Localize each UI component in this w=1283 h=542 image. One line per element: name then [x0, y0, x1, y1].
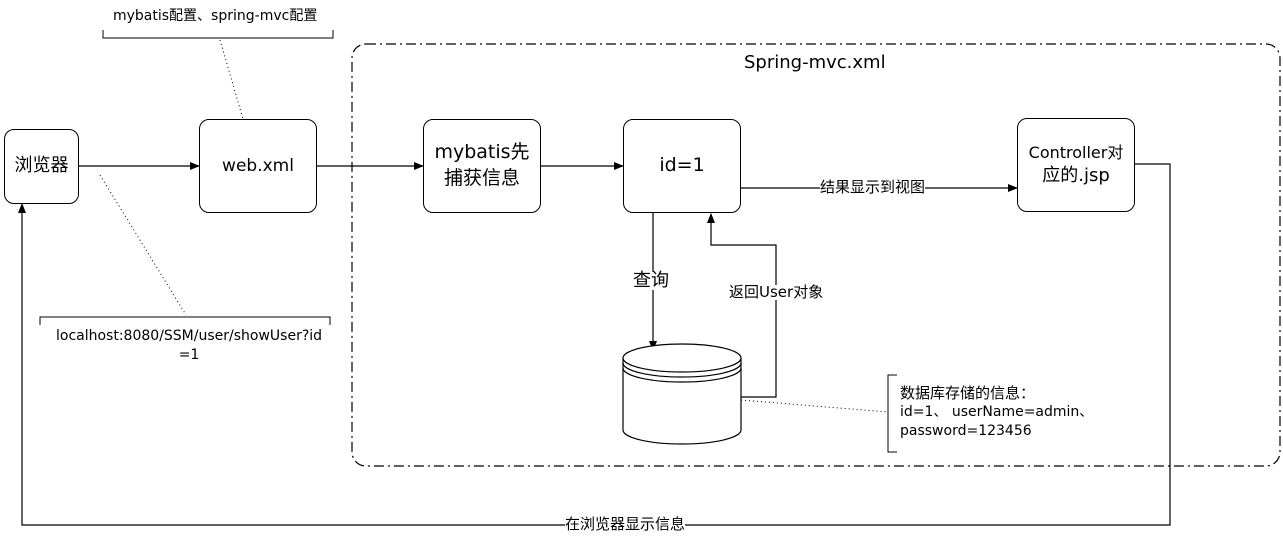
db-note-connector	[740, 399, 889, 413]
db-note-bracket	[887, 374, 897, 453]
controller-label-line1: Controller对	[1028, 143, 1124, 163]
webxml-label: web.xml	[222, 155, 294, 176]
edge-label-show-in-browser: 在浏览器显示信息	[565, 515, 686, 533]
edge-label-return-user: 返回User对象	[729, 283, 824, 301]
db-info-line3: password=123456	[900, 423, 1032, 440]
controller-label-line2: 应的.jsp	[1042, 164, 1110, 186]
browser-node[interactable]: 浏览器	[4, 129, 79, 204]
db-info-line2: id=1、 userName=admin、	[900, 404, 1094, 421]
mybatis-label-line1: mybatis先	[434, 141, 530, 164]
group-title: Spring-mvc.xml	[744, 52, 886, 73]
edge-label-result-to-view: 结果显示到视图	[820, 178, 926, 196]
url-note-line1: localhost:8080/SSM/user/showUser?id	[56, 328, 323, 344]
db-info-note: 数据库存储的信息： id=1、 userName=admin、 password…	[900, 383, 1093, 441]
config-note-connector	[219, 39, 244, 120]
edge-controller-browser	[18, 163, 1171, 526]
webxml-node[interactable]: web.xml	[199, 119, 317, 213]
spring-mvc-group-border	[351, 43, 1281, 467]
database-cylinder	[622, 343, 742, 445]
url-note-line2: =1	[178, 346, 200, 363]
id-label: id=1	[659, 154, 705, 177]
url-note-connector	[99, 174, 187, 316]
controller-node[interactable]: Controller对 应的.jsp	[1017, 118, 1135, 212]
config-note: mybatis配置、spring-mvc配置	[113, 8, 318, 24]
url-note-bracket	[39, 316, 331, 325]
db-info-line1: 数据库存储的信息：	[900, 384, 1036, 402]
id-node[interactable]: id=1	[623, 119, 741, 213]
edge-label-query: 查询	[633, 270, 669, 291]
config-note-bracket	[102, 30, 334, 39]
url-note: localhost:8080/SSM/user/showUser?id =1	[56, 327, 322, 365]
mybatis-label-line2: 捕获信息	[443, 167, 520, 189]
mybatis-node[interactable]: mybatis先 捕获信息	[423, 119, 541, 213]
edge-database-id	[707, 213, 777, 398]
browser-label: 浏览器	[14, 155, 69, 177]
